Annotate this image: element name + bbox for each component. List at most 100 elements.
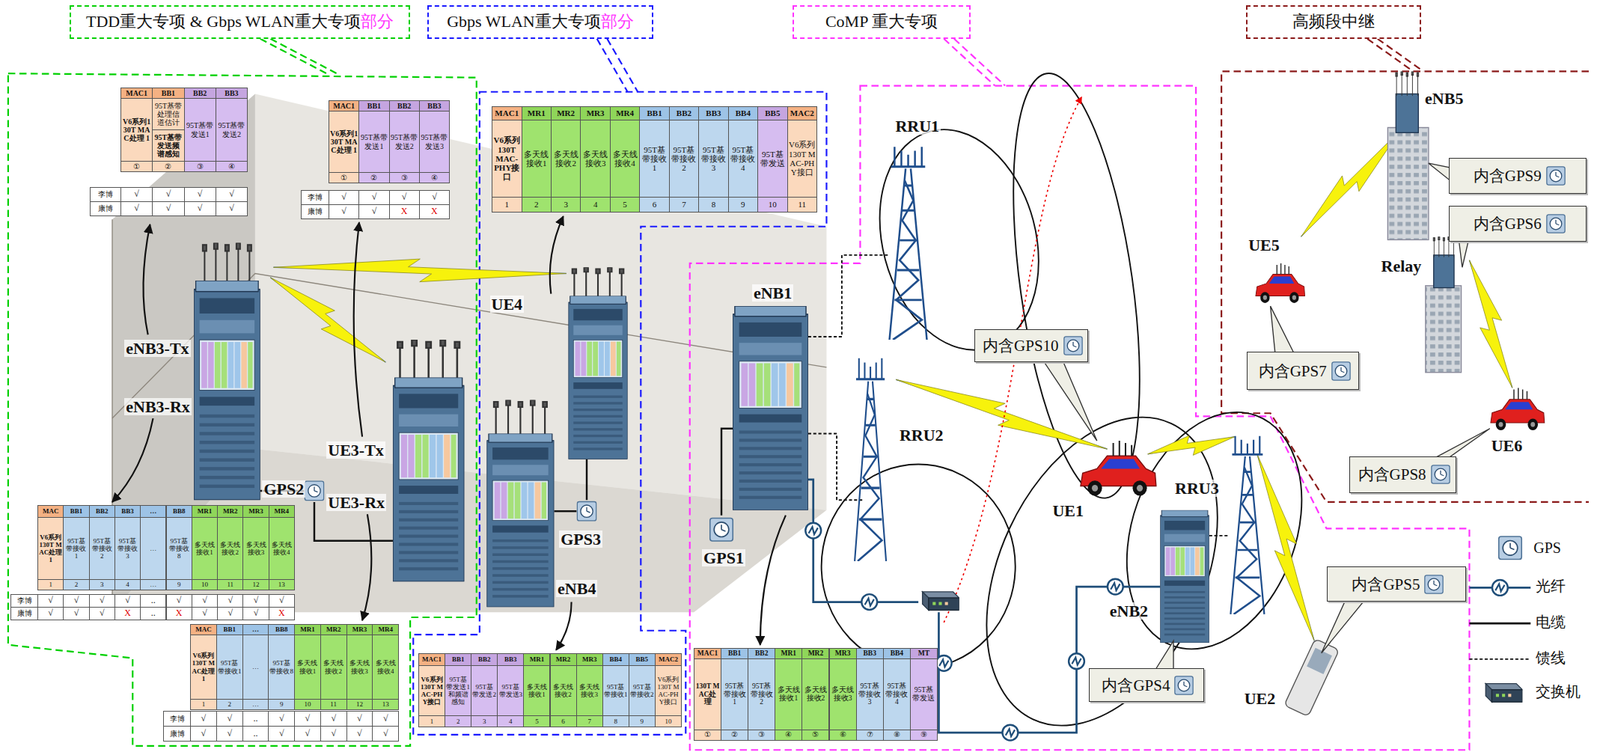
cell-text: 多天线接收1 xyxy=(524,683,549,699)
table-cell: BB2 xyxy=(89,505,116,518)
cell-text: 7 xyxy=(681,199,687,209)
cell-text: 6 xyxy=(561,717,566,726)
table-cell: 95T基带接收2 xyxy=(669,119,700,198)
cell-text: 95T基带接收1 xyxy=(722,682,747,707)
table-cell: 1 xyxy=(418,715,446,728)
leader-arrows xyxy=(112,216,786,651)
cell-text: 多天线接收3 xyxy=(830,686,856,702)
cell-text: MR1 xyxy=(527,108,546,118)
table-cell: 10 xyxy=(654,715,682,728)
cell-text: 多天线接收1 xyxy=(193,541,217,557)
coverage-ellipses xyxy=(1095,387,1333,674)
table-cell: √ xyxy=(346,725,374,742)
table-cell: 95T基带接收1 xyxy=(639,119,670,198)
cell-text: 李博 xyxy=(98,190,114,199)
cell-text: V6系列130T MAC-PHY接口 xyxy=(493,135,521,182)
cell-text: … xyxy=(149,580,157,589)
table-cell: V6系列130T MAC处理 1 xyxy=(328,110,360,173)
device-label: UE1 xyxy=(1050,502,1086,520)
cables xyxy=(585,459,588,501)
table-cell: 多天线接收2 xyxy=(320,634,348,700)
leader-arrows xyxy=(556,602,572,651)
table-cell: √ xyxy=(389,190,420,206)
cell-text: .. xyxy=(252,728,258,739)
cell-text: X xyxy=(278,608,286,619)
cell-text: 8 xyxy=(613,717,618,726)
table-cell: 95T基带接收1 xyxy=(216,634,244,700)
cell-text: √ xyxy=(383,713,389,724)
table-cell: V6系列130T MAC处理 1 xyxy=(120,98,153,162)
gps-callout-box: 内含GPS4 xyxy=(1088,668,1205,702)
radio-links xyxy=(1458,256,1523,392)
title-suffix: 部分 xyxy=(360,10,394,33)
cell-text: V6系列130T MAC处理 1 xyxy=(191,651,216,682)
cell-text: BB2 xyxy=(95,507,109,515)
table-cell: BB1 xyxy=(720,648,749,660)
cell-text: MR3 xyxy=(835,649,851,658)
gps-callout-box: 内含GPS6 xyxy=(1448,205,1587,242)
table-cell: 95T基带接收2 xyxy=(628,665,656,717)
table-cell: 多天线接收1 xyxy=(191,517,218,580)
table-cell: √ xyxy=(191,594,218,608)
fiber-links xyxy=(805,479,919,603)
table-cell: MR2 xyxy=(217,505,244,518)
cell-text: MR2 xyxy=(808,649,824,658)
equipment xyxy=(732,306,809,511)
cell-text: 95T基带接收4 xyxy=(729,145,758,173)
equipment xyxy=(1395,71,1419,96)
cell-text: MAC1 xyxy=(494,108,519,118)
table-cell: 5 xyxy=(523,715,551,728)
cell-text: 康博 xyxy=(307,207,323,216)
cell-text: MAC2 xyxy=(658,655,679,664)
cell-text: BB1 xyxy=(367,101,381,111)
cell-text: 多天线接收2 xyxy=(552,149,580,169)
cell-text: 9 xyxy=(279,700,284,708)
cell-text: MR1 xyxy=(197,507,213,515)
cell-text: X xyxy=(175,608,183,619)
table-cell: BB5 xyxy=(757,106,789,121)
table-cell: ⑧ xyxy=(883,729,911,741)
table-cell: V6系列130T MAC-PHY接口 xyxy=(787,119,818,198)
leader-arrows xyxy=(362,514,372,621)
table-cell: 95T基带发送3 xyxy=(419,110,450,173)
cell-text: √ xyxy=(330,713,337,724)
table-cell: MAC xyxy=(37,505,64,518)
table-cell: BB4 xyxy=(602,653,630,667)
table-cell: 95T基带接收8 xyxy=(166,517,193,580)
table-cell: 95T基带发送3 xyxy=(496,665,524,717)
table-cell: … xyxy=(242,624,270,636)
cell-text: BB8 xyxy=(172,507,186,515)
cell-text: 12 xyxy=(252,580,260,589)
feeders xyxy=(808,434,864,501)
table-cell: 12 xyxy=(242,579,269,591)
table-cell: √ xyxy=(120,187,153,203)
table-cell: 1 xyxy=(491,196,523,213)
cell-text: √ xyxy=(356,713,363,724)
cell-text: 4 xyxy=(508,717,513,726)
callout-tails xyxy=(1270,306,1297,357)
cell-text: .. xyxy=(151,608,156,619)
cell-text: 多天线接收1 xyxy=(776,686,801,702)
cell-text: 95T基带接收3 xyxy=(699,145,728,173)
table-cell: ④ xyxy=(774,729,803,741)
table-cell: √ xyxy=(190,725,218,742)
table-cell: ① xyxy=(120,160,153,173)
section-title-box: 高频段中继 xyxy=(1246,5,1422,39)
cell-text: BB4 xyxy=(735,108,751,118)
cell-text: 95T基带接收1 xyxy=(640,145,669,173)
cell-text: 多天线接收2 xyxy=(551,683,576,699)
table-cell: 康博 xyxy=(300,204,330,220)
table-cell: X xyxy=(114,606,141,621)
cell-text: V6系列130T MAC处理 1 xyxy=(121,117,152,143)
cell-text: 12 xyxy=(356,700,363,708)
device-label: UE5 xyxy=(1246,236,1282,254)
cell-text: 5 xyxy=(622,199,628,209)
table-cell: √ xyxy=(216,725,244,742)
cell-text: ④ xyxy=(228,162,235,171)
table-cell: 多天线接收2 xyxy=(801,658,830,731)
cell-text: ② xyxy=(731,731,738,740)
gps-clock-icon xyxy=(1424,574,1443,593)
equipment xyxy=(922,591,960,611)
device-label: eNB3-Rx xyxy=(124,398,192,416)
equipment xyxy=(493,400,548,437)
